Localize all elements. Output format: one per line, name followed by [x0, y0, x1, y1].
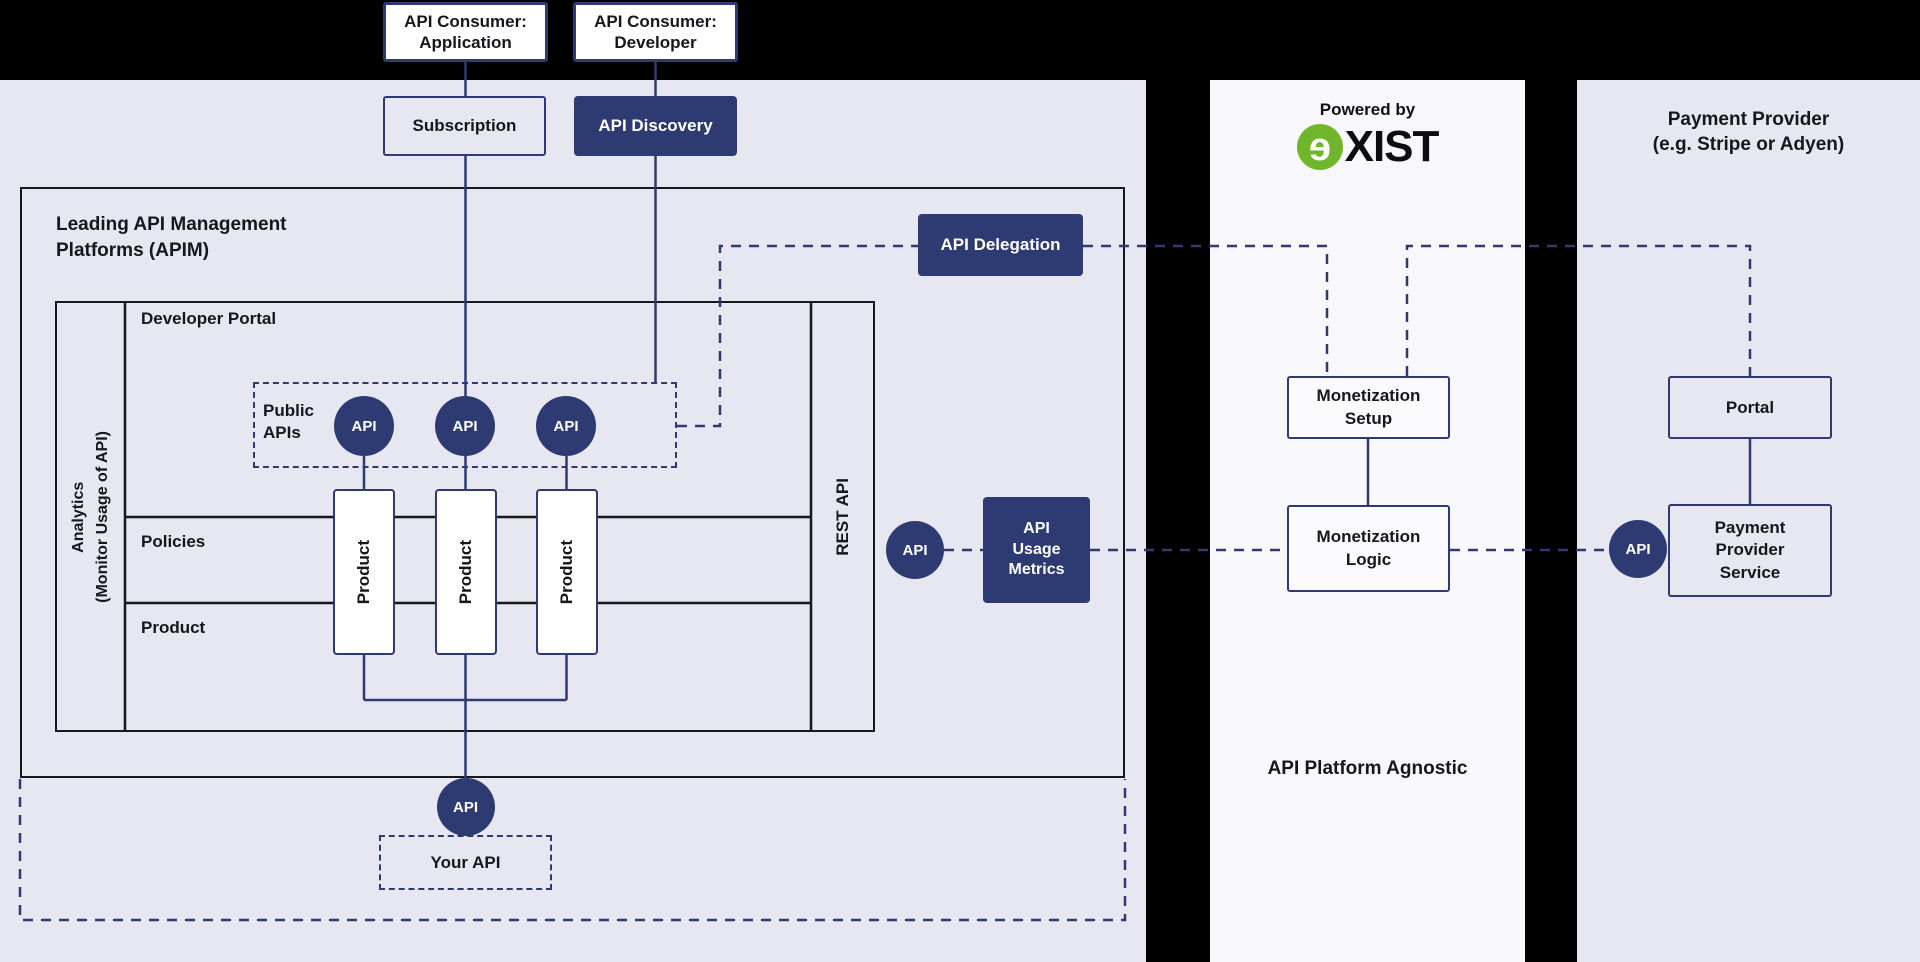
- api-consumer-application-box: API Consumer: Application: [383, 2, 548, 62]
- api-circle-your-api: API: [436, 778, 495, 836]
- apim-outer-frame: [20, 187, 1125, 778]
- api-circle-2: API: [435, 396, 495, 456]
- rest-api-sidebar-label: REST API: [833, 477, 852, 556]
- api-circle-1: API: [334, 396, 394, 456]
- api-circle-3: API: [536, 396, 596, 456]
- payment-provider-service-box: Payment Provider Service: [1668, 504, 1832, 597]
- payment-provider-service-label: Payment Provider Service: [1714, 518, 1786, 582]
- analytics-sidebar-label: Analytics (Monitor Usage of API): [70, 430, 111, 603]
- portal-label: Portal: [1725, 397, 1775, 417]
- product-box-2: Product: [434, 489, 497, 655]
- api-discovery-box: API Discovery: [574, 96, 737, 156]
- api-circle-rest: API: [886, 521, 944, 579]
- api-delegation-box: API Delegation: [918, 214, 1083, 276]
- exist-logo-text: XIST: [1344, 122, 1440, 171]
- portal-box: Portal: [1668, 376, 1832, 439]
- subscription-box: Subscription: [383, 96, 546, 156]
- monetization-logic-box: Monetization Logic: [1287, 505, 1450, 592]
- subscription-label: Subscription: [412, 116, 517, 136]
- product-box-3: Product: [536, 489, 598, 655]
- product-box-1-label: Product: [354, 539, 374, 605]
- exist-logo: e XIST: [1296, 122, 1440, 171]
- api-circle-payment: API: [1609, 520, 1667, 578]
- api-circle-rest-label: API: [902, 541, 928, 559]
- payment-provider-title: Payment Provider (e.g. Stripe or Adyen): [1652, 109, 1845, 155]
- public-apis-group: [253, 382, 677, 468]
- api-platform-agnostic-label: API Platform Agnostic: [1267, 758, 1468, 779]
- powered-by-block: Powered by e XIST: [1210, 100, 1525, 170]
- analytics-sidebar: Analytics (Monitor Usage of API): [57, 301, 125, 732]
- product-box-3-label: Product: [557, 539, 577, 605]
- api-circle-your-api-label: API: [452, 798, 478, 816]
- api-circle-payment-label: API: [1625, 540, 1651, 558]
- monetization-setup-label: Monetization Setup: [1316, 386, 1421, 428]
- product-row-label: Product: [141, 618, 206, 637]
- api-consumer-developer-box: API Consumer: Developer: [573, 2, 738, 62]
- api-circle-1-label: API: [351, 417, 377, 435]
- api-circle-2-label: API: [452, 417, 478, 435]
- api-consumer-developer-label: API Consumer: Developer: [594, 11, 717, 52]
- powered-by-label: Powered by: [1319, 100, 1416, 119]
- monetization-setup-box: Monetization Setup: [1287, 376, 1450, 439]
- product-box-1: Product: [333, 489, 395, 655]
- api-usage-metrics-label: API Usage Metrics: [1008, 519, 1065, 579]
- rest-api-sidebar: REST API: [811, 301, 875, 732]
- exist-logo-icon: e: [1296, 124, 1343, 170]
- your-api-box: Your API: [379, 835, 552, 890]
- api-consumer-application-label: API Consumer: Application: [404, 11, 527, 52]
- api-discovery-label: API Discovery: [598, 116, 713, 136]
- apim-title: Leading API Management Platforms (APIM): [56, 214, 287, 261]
- public-apis-label: Public APIs: [263, 401, 315, 443]
- api-delegation-label: API Delegation: [940, 235, 1061, 255]
- api-usage-metrics-box: API Usage Metrics: [983, 497, 1090, 603]
- developer-portal-label: Developer Portal: [141, 309, 277, 328]
- monetization-logic-label: Monetization Logic: [1316, 527, 1421, 569]
- product-box-2-label: Product: [455, 539, 475, 605]
- your-api-label: Your API: [430, 852, 501, 872]
- policies-row-label: Policies: [141, 532, 206, 551]
- api-circle-3-label: API: [553, 417, 579, 435]
